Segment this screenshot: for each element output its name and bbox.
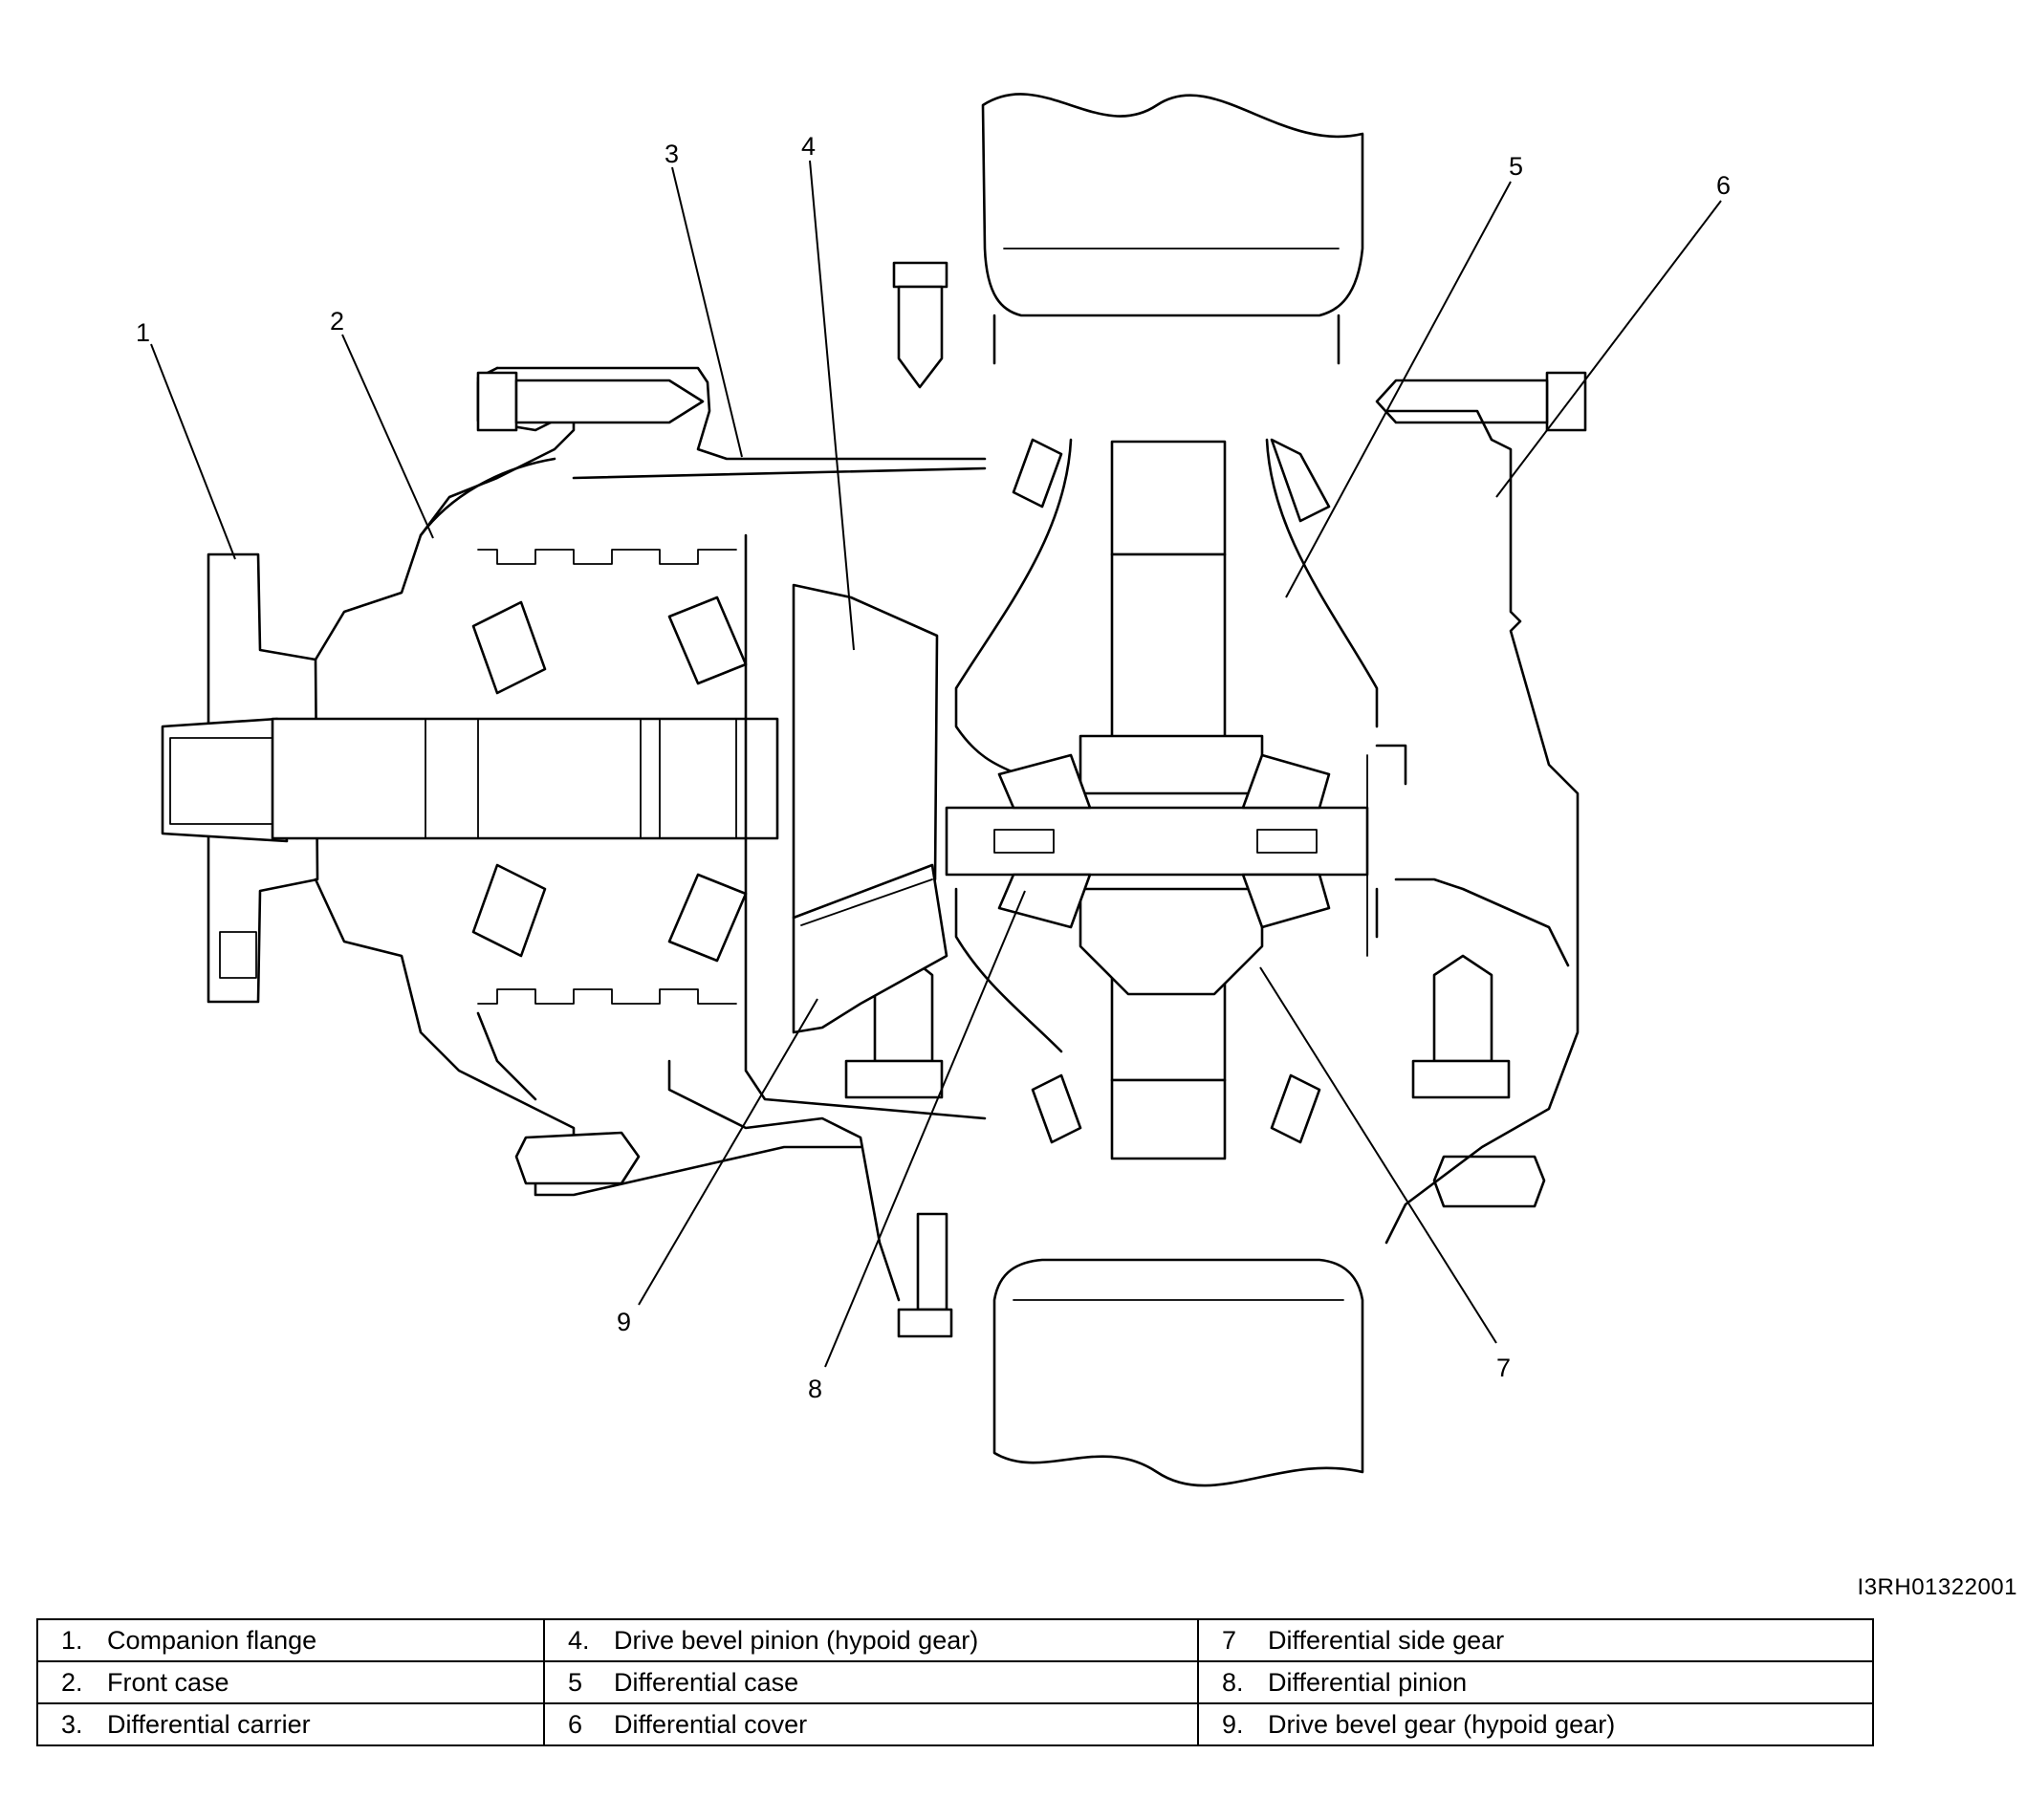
legend-label: Differential case	[614, 1667, 799, 1697]
legend-number: 6	[568, 1709, 583, 1739]
leader-6	[1495, 200, 1722, 498]
axle-tube-top	[981, 93, 1364, 365]
callout-3: 3	[665, 140, 679, 168]
legend-cell: 5 Differential case	[543, 1660, 1199, 1704]
callout-leader-lines	[150, 160, 1722, 1368]
companion-flange	[161, 552, 319, 1004]
legend-number: 5	[568, 1667, 583, 1697]
legend-label: Differential side gear	[1268, 1625, 1505, 1655]
legend-label: Companion flange	[107, 1625, 317, 1655]
legend-cell: 2. Front case	[36, 1660, 545, 1704]
legend-label: Drive bevel pinion (hypoid gear)	[614, 1625, 979, 1655]
differential-pinion-right	[1241, 753, 1331, 929]
leader-8	[824, 890, 1026, 1368]
legend-cell: 1. Companion flange	[36, 1618, 545, 1662]
differential-pinion-shaft	[945, 806, 1369, 877]
callout-4: 4	[801, 132, 816, 161]
legend-row: 1. Companion flange 4. Drive bevel pinion …	[36, 1618, 1874, 1662]
pinion-bearings	[471, 549, 748, 1005]
differential-side-gear-top	[1079, 734, 1264, 795]
bolt-left-top	[476, 371, 705, 432]
bolt-right-bottom	[1432, 1155, 1546, 1208]
legend-number: 8.	[1222, 1667, 1244, 1697]
pinion-shaft	[271, 717, 779, 840]
callout-2: 2	[330, 307, 344, 336]
legend-number: 3.	[61, 1709, 83, 1739]
legend-cell: 4. Drive bevel pinion (hypoid gear)	[543, 1618, 1199, 1662]
legend-cell: 6 Differential cover	[543, 1702, 1199, 1746]
legend-row: 3. Differential carrier 6 Differential cov…	[36, 1702, 1874, 1746]
bolt-top-center	[892, 261, 948, 389]
axle-tube-bottom	[992, 1258, 1364, 1487]
leader-3	[671, 166, 743, 458]
callout-9: 9	[617, 1308, 631, 1336]
leader-4	[809, 160, 855, 651]
legend-number: 9.	[1222, 1709, 1244, 1739]
drive-bevel-gear	[792, 863, 948, 1034]
parts-legend-table: 1. Companion flange 4. Drive bevel pinion …	[36, 1618, 1874, 1746]
callout-1: 1	[136, 318, 150, 347]
side-bearings	[1012, 438, 1331, 1144]
legend-number: 4.	[568, 1625, 590, 1655]
callout-6: 6	[1716, 171, 1731, 200]
differential-side-gear-bottom	[1079, 887, 1264, 996]
callout-8: 8	[808, 1375, 822, 1403]
legend-cell: 7 Differential side gear	[1197, 1618, 1874, 1662]
callout-7: 7	[1496, 1354, 1511, 1382]
differential-carrier	[476, 366, 987, 1302]
legend-number: 1.	[61, 1625, 83, 1655]
legend-label: Differential cover	[614, 1709, 808, 1739]
bolt-bottom-center	[897, 1212, 953, 1338]
callout-5: 5	[1509, 152, 1523, 181]
drive-bevel-pinion	[792, 583, 939, 920]
legend-number: 2.	[61, 1667, 83, 1697]
legend-cell: 8. Differential pinion	[1197, 1660, 1874, 1704]
legend-label: Differential pinion	[1268, 1667, 1468, 1697]
legend-label: Drive bevel gear (hypoid gear)	[1268, 1709, 1616, 1739]
differential-cross-section-diagram: 1 2 3 4 5 6 7 8 9	[136, 93, 1731, 1487]
differential-cover	[1366, 409, 1580, 1245]
legend-row: 2. Front case 5 Differential case 8. Differ…	[36, 1660, 1874, 1704]
leader-1	[150, 343, 236, 560]
callout-numbers: 1 2 3 4 5 6 7 8 9	[136, 132, 1731, 1403]
leader-9	[638, 998, 818, 1306]
legend-cell: 3. Differential carrier	[36, 1702, 545, 1746]
legend-cell: 9. Drive bevel gear (hypoid gear)	[1197, 1702, 1874, 1746]
image-code: I3RH01322001	[1857, 1574, 2017, 1600]
leader-2	[341, 334, 434, 539]
legend-number: 7	[1222, 1625, 1237, 1655]
legend-label: Front case	[107, 1667, 229, 1697]
leader-7	[1259, 966, 1497, 1344]
leader-5	[1285, 181, 1512, 598]
differential-pinion-left	[997, 753, 1092, 929]
legend-label: Differential carrier	[107, 1709, 311, 1739]
bolt-inner-right	[1411, 954, 1511, 1099]
